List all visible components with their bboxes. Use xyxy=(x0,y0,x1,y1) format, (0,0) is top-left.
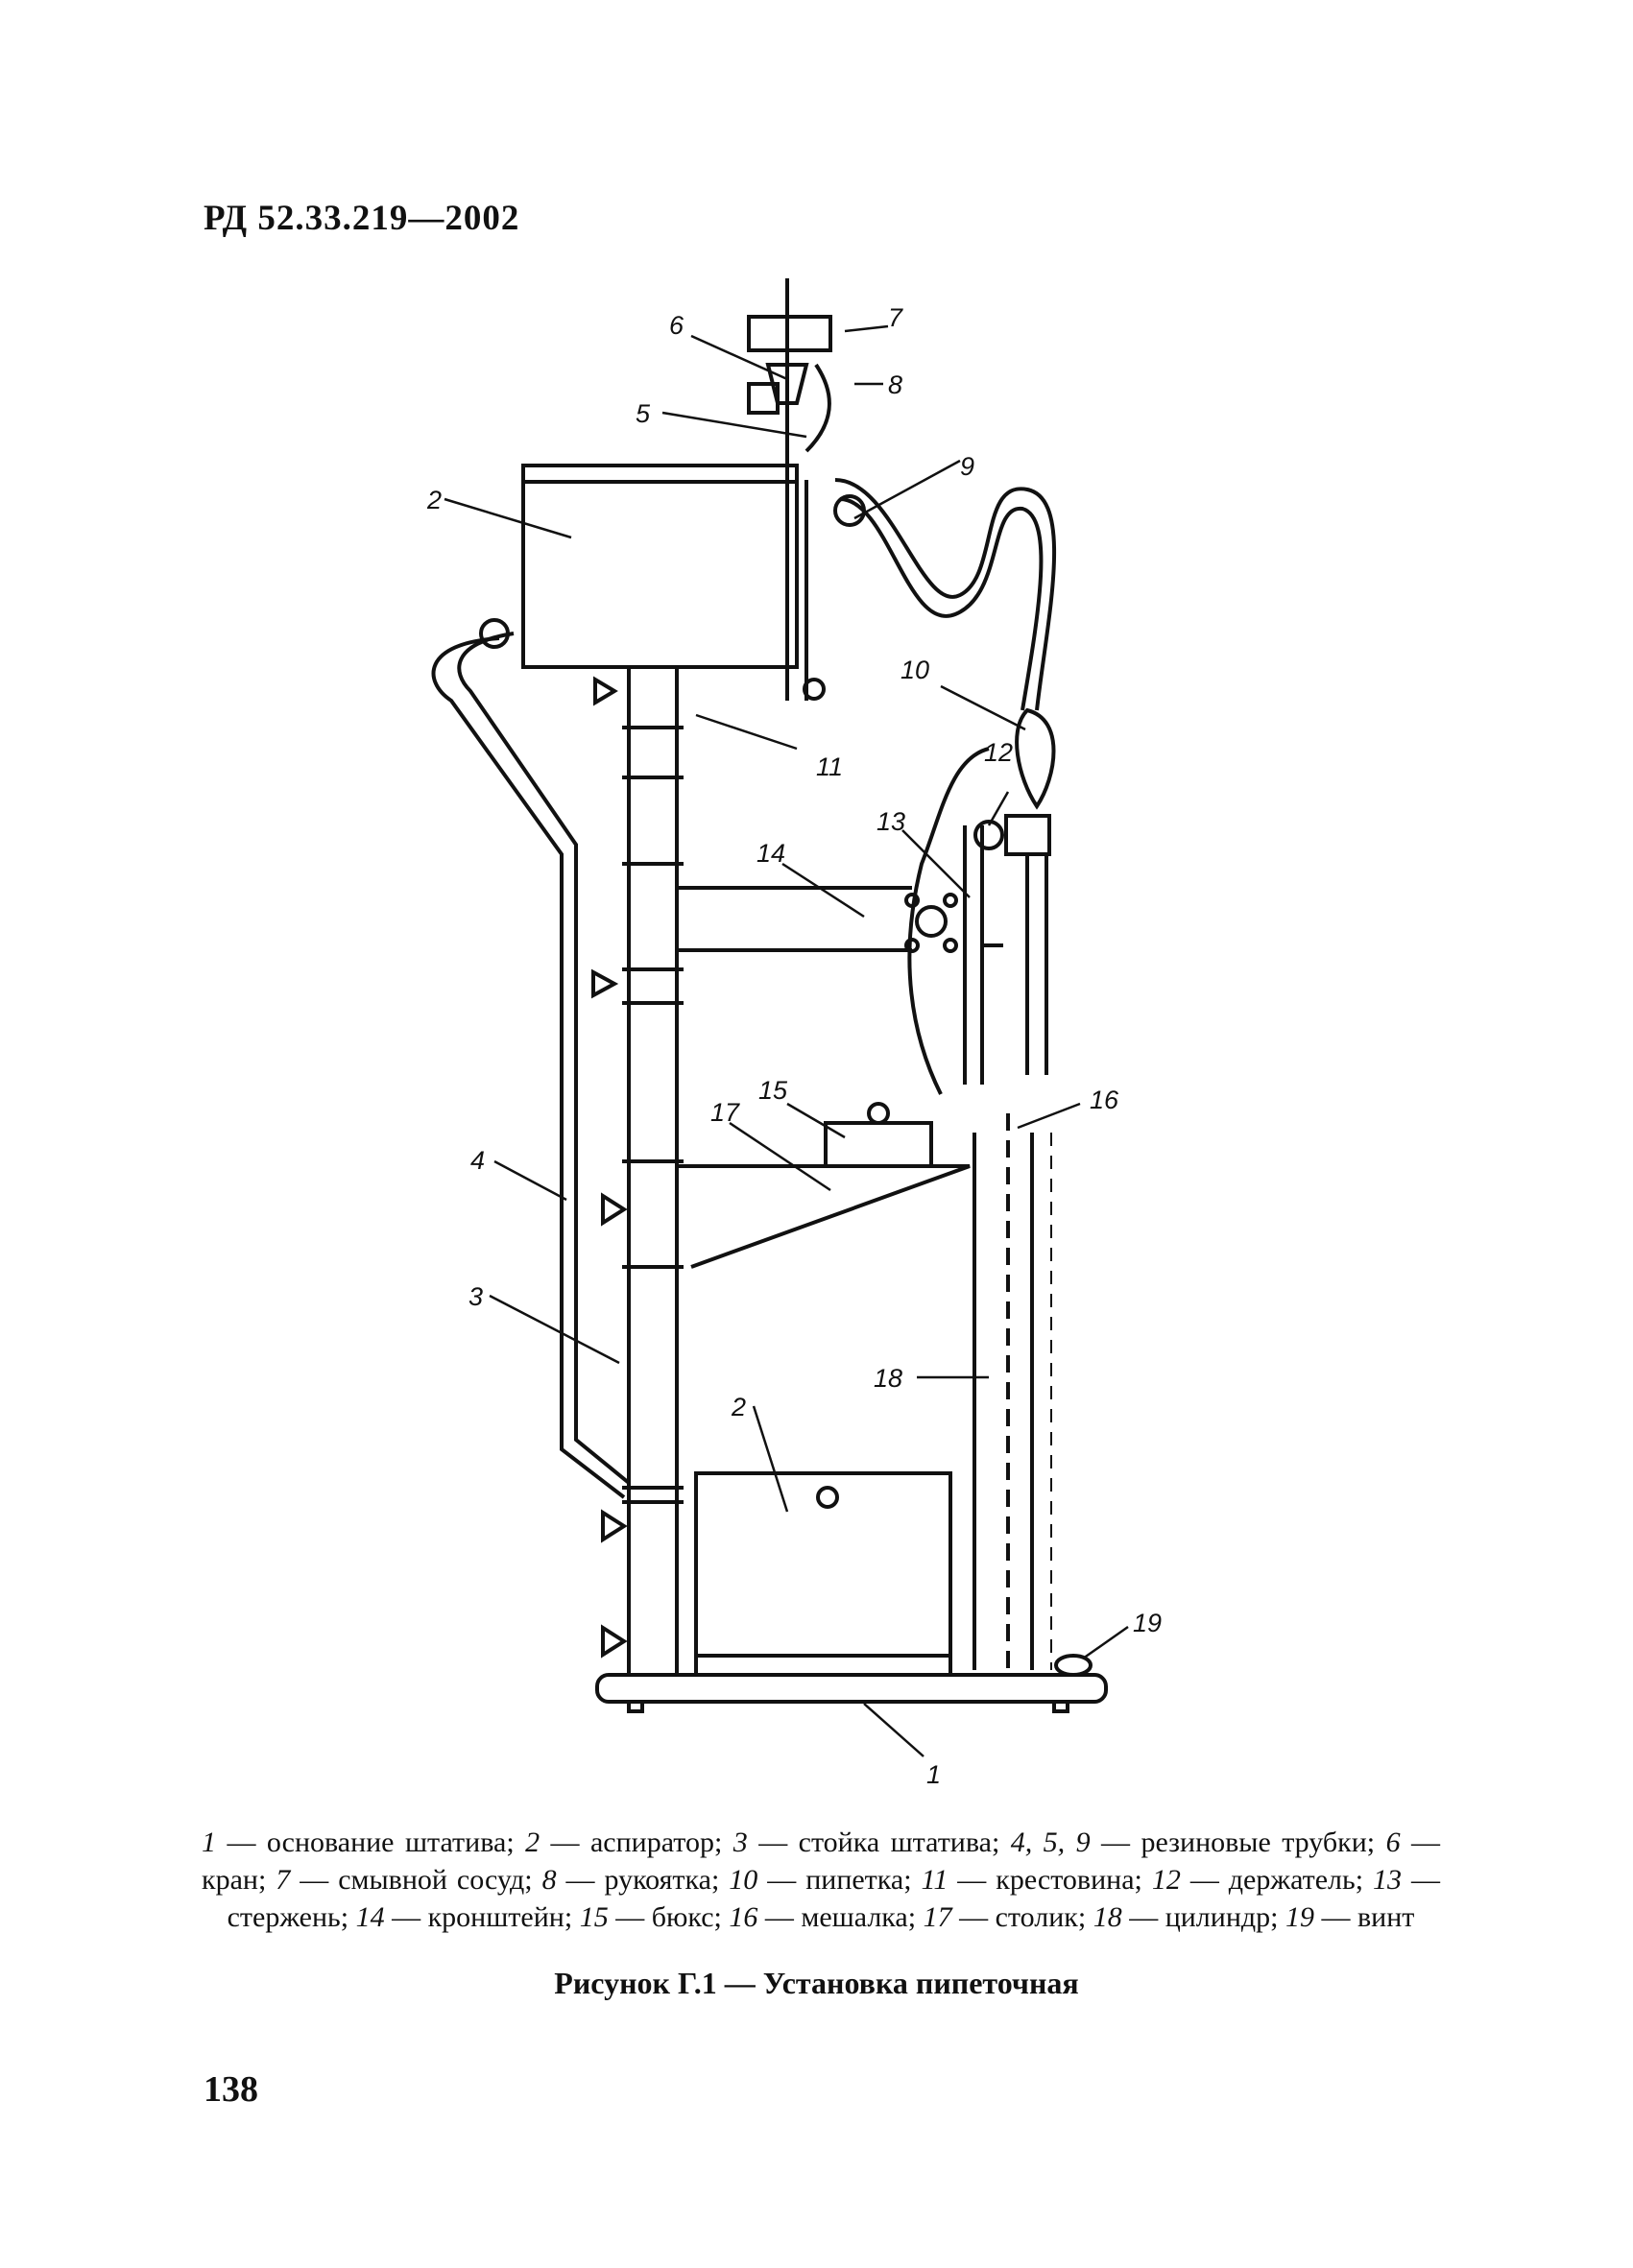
figure-caption: Рисунок Г.1 — Установка пипеточная xyxy=(554,1966,1079,2000)
weighing-bottle xyxy=(824,1121,933,1168)
callout-16: 16 xyxy=(1090,1086,1119,1114)
callout-4: 4 xyxy=(470,1146,485,1175)
callout-1: 1 xyxy=(926,1760,941,1789)
aspirator-top xyxy=(521,464,799,669)
callout-8: 8 xyxy=(888,370,902,399)
screw-19 xyxy=(1054,1654,1093,1677)
callout-6: 6 xyxy=(669,311,684,340)
callout-11: 11 xyxy=(816,752,843,781)
document-code-header: РД 52.33.219—2002 xyxy=(204,199,520,238)
rubber-tube-9 xyxy=(834,478,1057,711)
callout-13: 13 xyxy=(877,807,905,836)
callout-14: 14 xyxy=(756,839,785,868)
callout-7: 7 xyxy=(888,303,903,332)
bracket-14 xyxy=(677,886,912,952)
callout-9: 9 xyxy=(960,452,974,481)
pipette xyxy=(1025,854,1048,1075)
wash-vessel xyxy=(747,315,832,352)
pipette-setup-diagram: 2 5 6 7 8 9 10 11 12 13 14 15 17 16 4 3 … xyxy=(426,278,1162,1789)
callout-15: 15 xyxy=(758,1076,788,1105)
rubber-tube-4 xyxy=(431,636,626,1499)
callout-12: 12 xyxy=(984,738,1013,767)
callout-10: 10 xyxy=(901,656,929,684)
aspirator-bottom xyxy=(694,1471,952,1677)
figure-legend: 1 — основание штатива; 2 — аспиратор; 3 … xyxy=(202,1826,1440,1933)
callout-18: 18 xyxy=(874,1364,902,1393)
callout-17: 17 xyxy=(710,1098,740,1127)
callout-3: 3 xyxy=(468,1282,483,1311)
pipette-bulb xyxy=(1015,707,1056,810)
callout-2-top: 2 xyxy=(426,486,442,514)
holder-bracket xyxy=(907,747,990,1095)
table-17 xyxy=(677,1164,971,1269)
rod xyxy=(963,825,984,1085)
callout-2-bottom: 2 xyxy=(731,1393,746,1421)
callout-5: 5 xyxy=(636,399,651,428)
stand-post xyxy=(627,667,679,1675)
cylinder-18 xyxy=(973,1133,1034,1670)
callout-19: 19 xyxy=(1133,1609,1162,1637)
page-number: 138 xyxy=(204,2069,258,2110)
stand-base xyxy=(595,1673,1108,1704)
